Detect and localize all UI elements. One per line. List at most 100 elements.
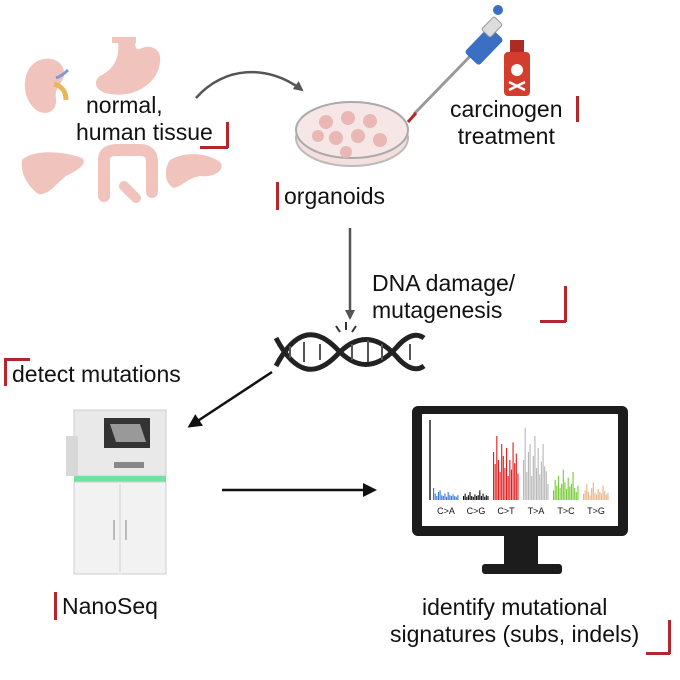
chart-bar (471, 496, 473, 500)
chart-bar (454, 496, 456, 500)
chart-bar (485, 495, 487, 500)
chart-bar (589, 495, 591, 500)
chart-bar (567, 477, 569, 500)
chart-bar (592, 482, 594, 500)
chart-bar (487, 496, 489, 500)
identify-signatures-label: identify mutational signatures (subs, in… (390, 594, 640, 647)
chart-bar (469, 492, 471, 500)
chart-bar (604, 491, 606, 500)
chart-bar (436, 496, 438, 500)
chart-bar (457, 495, 459, 500)
chart-bar (512, 442, 514, 500)
chart-bar (594, 492, 596, 500)
organoids-label: organoids (284, 183, 386, 209)
chart-bar (534, 436, 536, 500)
chart-bar (597, 488, 599, 500)
chart-bar (517, 473, 519, 500)
chart-bar (442, 496, 444, 500)
chart-bar (497, 460, 499, 500)
petri-dish-icon (295, 101, 409, 167)
chart-bar (439, 490, 441, 500)
chart-bar (509, 460, 511, 500)
arrow-to-organoids (195, 70, 304, 99)
chart-bar (502, 456, 504, 500)
chart-bar (506, 448, 508, 500)
chart-bar (484, 496, 486, 500)
kidney-icon (24, 58, 70, 113)
chart-bar (499, 472, 501, 500)
colon-icon (98, 144, 158, 203)
chart-category-label: T>A (528, 506, 545, 516)
chart-bar (467, 495, 469, 500)
chart-bar (515, 453, 517, 500)
chart-bar (596, 494, 598, 500)
chart-category-label: T>C (557, 506, 575, 516)
chart-bar (569, 486, 571, 500)
pipette-icon (406, 5, 503, 123)
chart-bar (553, 490, 555, 500)
detect-mutations-label: detect mutations (12, 361, 181, 387)
chart-bar (441, 495, 443, 500)
chart-bar (494, 464, 496, 500)
chart-bar (455, 496, 457, 500)
chart-bar (464, 493, 466, 500)
chart-bar (532, 456, 534, 500)
chart-category-label: T>G (587, 506, 605, 516)
chart-bar (496, 436, 498, 500)
chart-bar (586, 484, 588, 500)
monitor-icon (412, 406, 628, 574)
chart-bar (526, 472, 528, 500)
chart-bar (450, 496, 452, 500)
chart-bar (584, 490, 586, 500)
chart-bar (501, 444, 503, 500)
chart-bar (577, 485, 579, 500)
chart-bar (477, 495, 479, 500)
chart-bar (570, 484, 572, 500)
chart-bar (472, 496, 474, 500)
chart-bar (564, 482, 566, 500)
chart-bar (566, 488, 568, 500)
chart-bar (476, 496, 478, 500)
chart-bar (479, 490, 481, 500)
dna-damage-label: DNA damage/ mutagenesis (372, 270, 516, 323)
chart-bar (600, 493, 602, 500)
chart-bar (572, 472, 574, 500)
chart-bar (466, 496, 468, 500)
chart-bar (446, 496, 448, 500)
chart-bar (529, 444, 531, 500)
dna-helix-icon (273, 322, 426, 372)
chart-bar (561, 484, 563, 500)
chart-bar (444, 493, 446, 500)
chart-category-label: C>A (437, 506, 455, 516)
chart-bar (559, 488, 561, 500)
chart-bar (556, 485, 558, 500)
chart-bar (547, 484, 549, 500)
chart-bar (449, 495, 451, 500)
chart-bar (607, 492, 609, 500)
chart-bar (539, 474, 541, 500)
chart-bar (434, 493, 436, 500)
pancreas-icon (165, 154, 222, 188)
chart-bar (575, 492, 577, 500)
chart-bar (523, 460, 525, 500)
chart-bar (554, 480, 556, 500)
chart-bar (493, 452, 495, 500)
chart-category-label: C>T (497, 506, 515, 516)
chart-bar (480, 496, 482, 500)
chart-bar (510, 469, 512, 500)
chart-bar (557, 476, 559, 500)
chart-bar (587, 492, 589, 500)
chart-bar (602, 485, 604, 500)
chart-category-label: C>G (467, 506, 486, 516)
arrow-to-nanoseq (187, 370, 273, 428)
chart-bar (504, 468, 506, 500)
chart-bar (605, 494, 607, 500)
chart-bar (537, 448, 539, 500)
chart-bar (599, 492, 601, 500)
chart-bar (474, 494, 476, 500)
normal-tissue-label: normal, human tissue (76, 92, 213, 145)
stomach-icon (95, 37, 161, 95)
chart-bar (536, 468, 538, 500)
chart-bar (591, 488, 593, 500)
